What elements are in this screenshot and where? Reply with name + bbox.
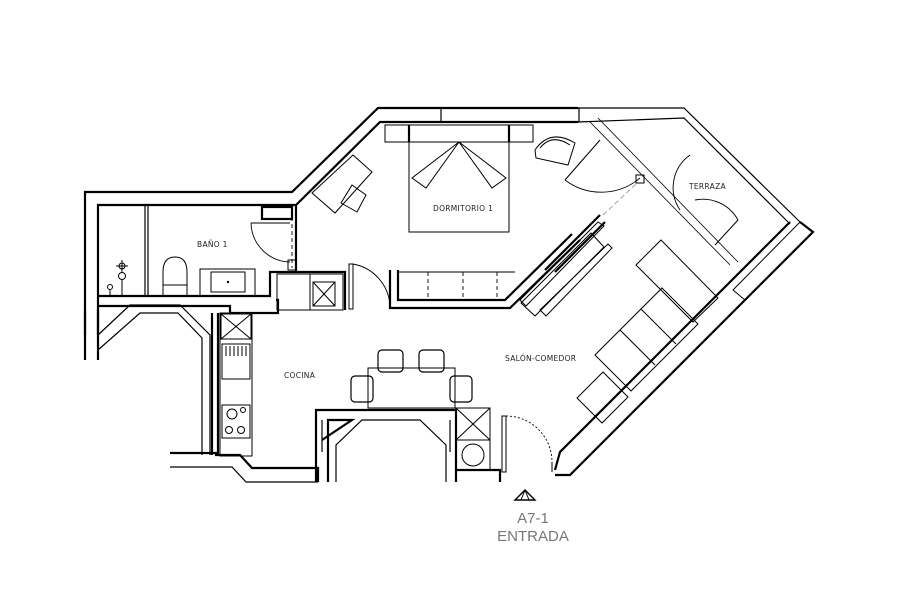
desk-chair-icon xyxy=(340,184,367,213)
dining-set xyxy=(350,349,473,409)
room-label-salon: SALÓN-COMEDOR xyxy=(505,354,576,363)
bath-door-swing xyxy=(250,222,291,263)
entrance-label: ENTRADA xyxy=(497,528,569,545)
chair-icon xyxy=(377,349,404,373)
bath-window xyxy=(260,205,294,221)
chair-icon xyxy=(418,349,445,373)
bedroom-furniture xyxy=(311,124,613,317)
kitchen-fixtures xyxy=(219,273,344,457)
interior-walls xyxy=(97,205,581,482)
terrace-doors xyxy=(564,117,814,301)
bedroom-door-swing xyxy=(352,263,391,307)
side-table-icon xyxy=(576,371,629,424)
room-label-dormitorio: DORMITORIO 1 xyxy=(433,204,493,213)
chair-icon xyxy=(449,375,473,403)
armchair-icon xyxy=(534,136,576,166)
bathroom-fixtures xyxy=(107,205,297,297)
sofa-chaise-icon xyxy=(635,239,719,323)
sofa-icon xyxy=(594,287,699,392)
desk-icon xyxy=(311,154,373,214)
room-label-bano: BAÑO 1 xyxy=(197,240,228,249)
washer-icon xyxy=(455,439,491,471)
shower-head-icon xyxy=(118,272,126,280)
living-furniture xyxy=(348,232,719,473)
dishwasher-icon xyxy=(221,343,251,380)
sink-icon xyxy=(199,268,256,297)
terrace-door-swing-3 xyxy=(694,198,739,221)
entrance-arrow-icon xyxy=(513,489,537,501)
chair-icon xyxy=(350,375,374,403)
room-label-terraza: TERRAZA xyxy=(688,182,727,191)
terrace-door-swing-2 xyxy=(672,154,691,211)
unit-id: A7-1 xyxy=(517,510,549,527)
toilet-icon xyxy=(162,256,188,296)
entry-door-swing xyxy=(505,415,553,463)
dining-table-icon xyxy=(367,367,456,409)
cooktop-icon xyxy=(221,404,251,439)
room-label-cocina: COCINA xyxy=(284,371,316,380)
terrace-door-swing-1 xyxy=(564,177,641,193)
